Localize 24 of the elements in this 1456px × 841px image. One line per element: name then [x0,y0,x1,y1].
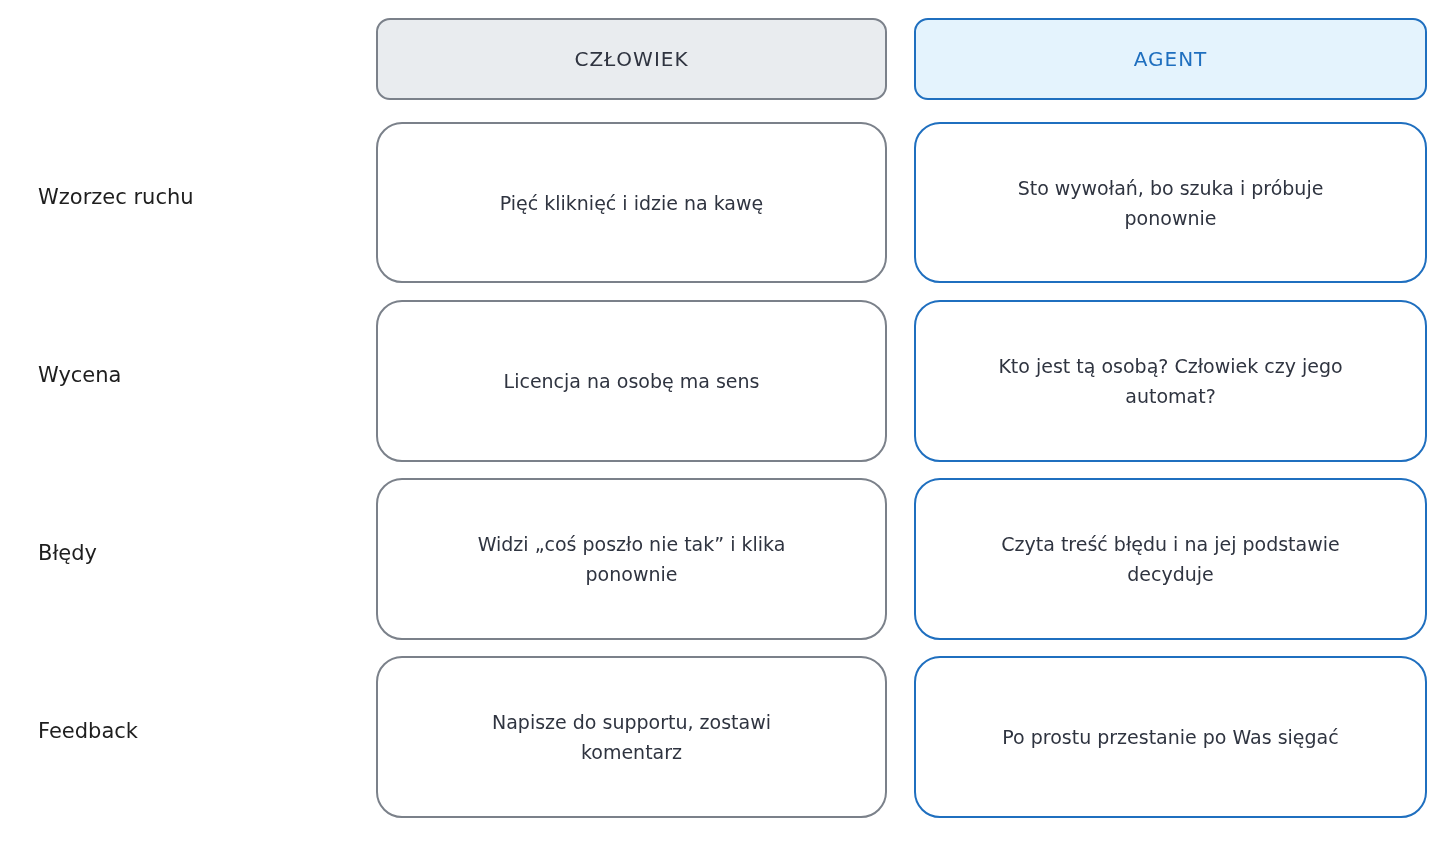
comparison-card [914,478,1427,640]
card-text: Kto jest tą osobą? Człowiek czy jego automat? [997,354,1344,409]
comparison-card [914,300,1427,462]
header-text: AGENT [1133,46,1208,73]
row-label: Feedback [38,719,138,743]
card-text: Widzi „coś poszło nie tak” i klika ponownie [476,532,787,587]
card-text: Czyta treść błędu i na jej podstawie decyduje [1000,532,1341,587]
column-header [376,18,887,100]
row-label: Wycena [38,363,122,387]
row-label: Wzorzec ruchu [38,185,194,209]
card-text: Licencja na osobę ma sens [503,369,760,394]
card-text: Po prostu przestanie po Was sięgać [1002,725,1339,750]
comparison-card [914,122,1427,283]
comparison-card [376,122,887,283]
card-text: Sto wywołań, bo szuka i próbuje ponownie [1016,175,1325,231]
comparison-card [376,478,887,640]
card-text: Pięć kliknięć i idzie na kawę [499,190,764,216]
card-text: Napisze do supportu, zostawi komentarz [491,710,772,765]
comparison-card [914,656,1427,818]
header-text: CZŁOWIEK [574,46,689,73]
comparison-card [376,300,887,462]
row-label: Błędy [38,541,98,565]
column-header [914,18,1427,100]
comparison-card [376,656,887,818]
